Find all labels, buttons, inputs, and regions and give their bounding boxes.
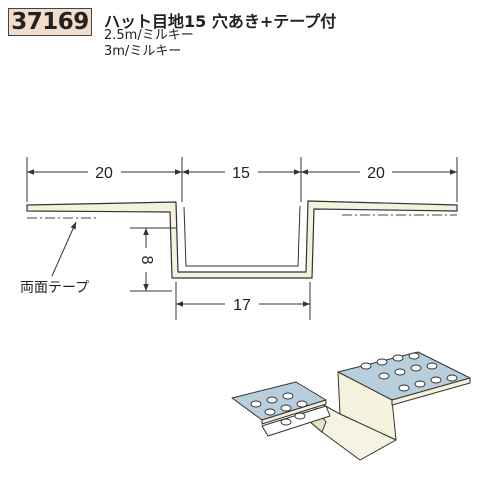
dim-groove-top: 15 xyxy=(232,165,250,182)
tape-label: 両面テープ xyxy=(20,279,89,295)
dim-depth: 8 xyxy=(138,256,155,265)
bottom-dimension xyxy=(175,282,311,320)
tape-lines xyxy=(27,214,457,219)
variant-1: 2.5m/ミルキー xyxy=(104,28,194,43)
product-code-badge: 37169 xyxy=(8,8,92,36)
tape-leader-line xyxy=(51,221,77,277)
variant-2: 3m/ミルキー xyxy=(104,44,182,59)
perforation-holes xyxy=(250,352,458,426)
depth-dimension xyxy=(130,227,176,292)
perspective-view xyxy=(231,351,471,461)
product-title: ハット目地15 穴あき+テープ付 xyxy=(104,12,337,31)
top-extension-lines xyxy=(26,157,458,202)
hat-profile xyxy=(26,200,458,279)
dim-left-flange: 20 xyxy=(95,165,113,182)
dim-groove-bottom: 17 xyxy=(233,297,251,314)
dim-right-flange: 20 xyxy=(367,165,385,182)
